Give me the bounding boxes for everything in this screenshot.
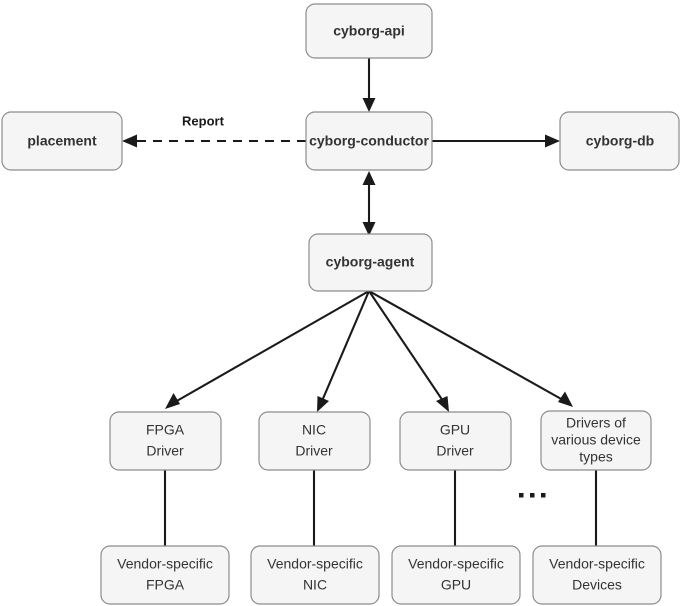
node-cyborg-api[interactable]: cyborg-api <box>305 3 433 59</box>
node-nic-driver-label-line1: NIC <box>302 422 326 438</box>
edge-conductor-to-db <box>432 134 560 148</box>
node-fpga-driver-label-line2: Driver <box>146 443 184 459</box>
node-cyborg-api-label: cyborg-api <box>333 23 405 39</box>
node-nic-driver-box[interactable] <box>258 411 371 471</box>
edge-agent-to-various-drivers <box>368 290 573 407</box>
node-various-drivers-label-line2: various device <box>551 432 641 448</box>
node-vendor-fpga-label-line1: Vendor-specific <box>117 556 213 572</box>
node-placement[interactable]: placement <box>1 111 123 171</box>
node-vendor-fpga-label-line2: FPGA <box>146 577 185 593</box>
node-cyborg-agent[interactable]: cyborg-agent <box>308 233 433 292</box>
node-placement-label: placement <box>27 133 97 149</box>
node-vendor-gpu-label-line2: GPU <box>441 577 471 593</box>
node-fpga-driver[interactable]: FPGA Driver <box>109 411 222 471</box>
node-vendor-fpga[interactable]: Vendor-specific FPGA <box>100 545 230 605</box>
edge-api-to-conductor <box>362 58 376 112</box>
node-cyborg-db[interactable]: cyborg-db <box>559 111 680 171</box>
node-cyborg-agent-label: cyborg-agent <box>326 254 415 270</box>
node-vendor-gpu-box[interactable] <box>391 545 521 605</box>
node-cyborg-conductor-label: cyborg-conductor <box>309 133 429 149</box>
node-cyborg-api-box[interactable] <box>305 3 433 59</box>
edge-conductor-to-placement: Report <box>122 113 306 148</box>
node-gpu-driver-label-line1: GPU <box>440 422 470 438</box>
node-various-drivers-label-line3: types <box>579 449 612 465</box>
node-vendor-devices[interactable]: Vendor-specific Devices <box>532 545 662 605</box>
node-gpu-driver-box[interactable] <box>399 411 512 471</box>
node-cyborg-db-box[interactable] <box>559 111 680 171</box>
node-vendor-nic-box[interactable] <box>250 545 380 605</box>
node-cyborg-conductor-box[interactable] <box>305 111 433 171</box>
node-vendor-devices-label-line2: Devices <box>572 577 622 593</box>
edge-conductor-to-agent <box>362 171 376 236</box>
node-gpu-driver-label-line2: Driver <box>436 443 474 459</box>
edge-label-report: Report <box>182 113 225 128</box>
node-cyborg-agent-box[interactable] <box>308 233 433 292</box>
node-vendor-gpu[interactable]: Vendor-specific GPU <box>391 545 521 605</box>
node-vendor-devices-label-line1: Vendor-specific <box>549 556 645 572</box>
node-cyborg-conductor[interactable]: cyborg-conductor <box>305 111 433 171</box>
node-vendor-nic-label-line2: NIC <box>303 577 327 593</box>
node-various-drivers-box[interactable] <box>540 410 652 471</box>
node-fpga-driver-box[interactable] <box>109 411 222 471</box>
node-vendor-nic-label-line1: Vendor-specific <box>267 556 363 572</box>
node-fpga-driver-label-line1: FPGA <box>146 422 185 438</box>
edge-agent-to-gpu-driver <box>368 290 449 412</box>
node-placement-box[interactable] <box>1 111 123 171</box>
node-gpu-driver[interactable]: GPU Driver <box>399 411 512 471</box>
node-vendor-nic[interactable]: Vendor-specific NIC <box>250 545 380 605</box>
edge-agent-to-fpga-driver <box>165 290 370 409</box>
node-nic-driver-label-line2: Driver <box>295 443 333 459</box>
node-various-drivers[interactable]: Drivers of various device types <box>540 410 652 471</box>
node-nic-driver[interactable]: NIC Driver <box>258 411 371 471</box>
node-various-drivers-label-line1: Drivers of <box>566 415 626 431</box>
node-vendor-fpga-box[interactable] <box>100 545 230 605</box>
ellipsis-annotation <box>519 493 546 498</box>
node-vendor-gpu-label-line1: Vendor-specific <box>408 556 504 572</box>
edge-agent-to-nic-driver <box>317 290 370 412</box>
node-vendor-devices-box[interactable] <box>532 545 662 605</box>
node-cyborg-db-label: cyborg-db <box>586 133 654 149</box>
